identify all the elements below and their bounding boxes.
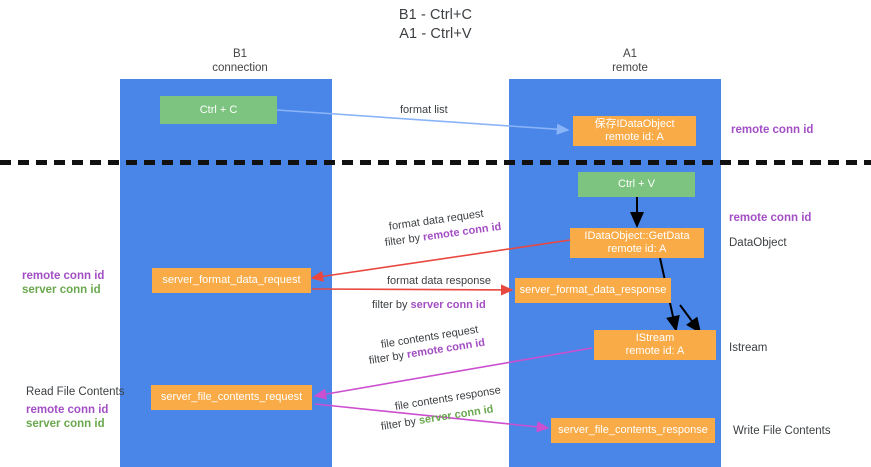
side-label-read-file-contents: Read File Contents — [26, 385, 124, 399]
diagram-title-line1: B1 - Ctrl+C — [398, 7, 473, 23]
arrow-label-format-list-text: format list — [400, 104, 448, 116]
side-label-remote-conn-id-top: remote conn id — [731, 123, 813, 137]
side-label-read-file-contents-text: Read File Contents — [26, 386, 125, 398]
filter-prefix: filter by — [384, 231, 424, 249]
arrow-label-format-data-response-filter: filter by server conn id — [372, 298, 486, 312]
box-server-format-data-request-label: server_format_data_request — [162, 274, 301, 286]
box-server-file-contents-request[interactable]: server_file_contents_request — [151, 385, 312, 410]
side-label-dataobject: DataObject — [729, 236, 787, 250]
box-store-idataobject[interactable]: 保存IDataObject remote id: A — [573, 116, 696, 146]
column-header-b1-name: B1 — [232, 48, 248, 60]
box-server-format-data-request[interactable]: server_format_data_request — [152, 268, 311, 293]
box-server-file-contents-request-label: server_file_contents_request — [160, 391, 303, 403]
box-idataobject-getdata-line2: remote id: A — [607, 243, 667, 255]
side-label-conn-ids-format: remote conn id server conn id — [22, 269, 104, 297]
column-header-a1-name: A1 — [622, 48, 638, 60]
side-label-write-file-contents: Write File Contents — [733, 424, 831, 438]
box-store-idataobject-line1: 保存IDataObject — [594, 118, 675, 130]
filter-prefix: filter by — [372, 299, 411, 311]
side-label-remote-conn-id-left-2: remote conn id — [26, 404, 109, 416]
box-idataobject-getdata-line1: IDataObject::GetData — [584, 230, 690, 242]
side-label-server-conn-id-left-2: server conn id — [26, 418, 105, 430]
filter-prefix: filter by — [368, 349, 408, 367]
box-server-format-data-response[interactable]: server_format_data_response — [515, 278, 671, 303]
column-header-a1-sub: remote — [612, 61, 648, 74]
column-header-b1-sub: connection — [212, 61, 268, 74]
arrow-label-format-data-response-text: format data response — [387, 275, 491, 287]
side-label-write-file-contents-text: Write File Contents — [733, 425, 831, 437]
filter-prefix: filter by — [380, 415, 420, 433]
side-label-server-conn-id-left: server conn id — [22, 284, 101, 296]
diagram-title: B1 - Ctrl+C A1 - Ctrl+V — [0, 6, 871, 44]
phase-divider — [0, 160, 871, 165]
arrow-label-format-data-response: format data response — [387, 274, 491, 288]
box-ctrl-v[interactable]: Ctrl + V — [578, 172, 695, 197]
box-ctrl-v-label: Ctrl + V — [618, 178, 655, 190]
box-server-format-data-response-label: server_format_data_response — [519, 284, 667, 296]
arrow-label-format-list: format list — [400, 103, 448, 117]
box-ctrl-c-label: Ctrl + C — [199, 103, 238, 116]
column-header-b1: B1 connection — [150, 48, 330, 75]
filter-key-server-conn-id: server conn id — [410, 299, 486, 311]
box-ctrl-c[interactable]: Ctrl + C — [160, 96, 277, 124]
side-label-remote-conn-id-mid-text: remote conn id — [729, 212, 812, 224]
side-label-istream: Istream — [729, 341, 767, 355]
side-label-dataobject-text: DataObject — [729, 237, 787, 249]
box-istream[interactable]: IStream remote id: A — [594, 330, 716, 360]
column-header-a1: A1 remote — [540, 48, 720, 75]
side-label-conn-ids-file: remote conn id server conn id — [26, 403, 108, 431]
box-idataobject-getdata[interactable]: IDataObject::GetData remote id: A — [570, 228, 704, 258]
side-label-remote-conn-id-mid: remote conn id — [729, 211, 811, 225]
box-store-idataobject-line2: remote id: A — [605, 131, 664, 143]
box-istream-line1: IStream — [635, 332, 675, 344]
side-label-remote-conn-id-left: remote conn id — [22, 270, 105, 282]
box-istream-line2: remote id: A — [625, 345, 685, 357]
diagram-title-line2: A1 - Ctrl+V — [399, 26, 472, 42]
side-label-remote-conn-id-top-text: remote conn id — [731, 124, 814, 136]
side-label-istream-text: Istream — [729, 342, 768, 354]
box-server-file-contents-response[interactable]: server_file_contents_response — [551, 418, 715, 443]
box-server-file-contents-response-label: server_file_contents_response — [558, 424, 708, 436]
